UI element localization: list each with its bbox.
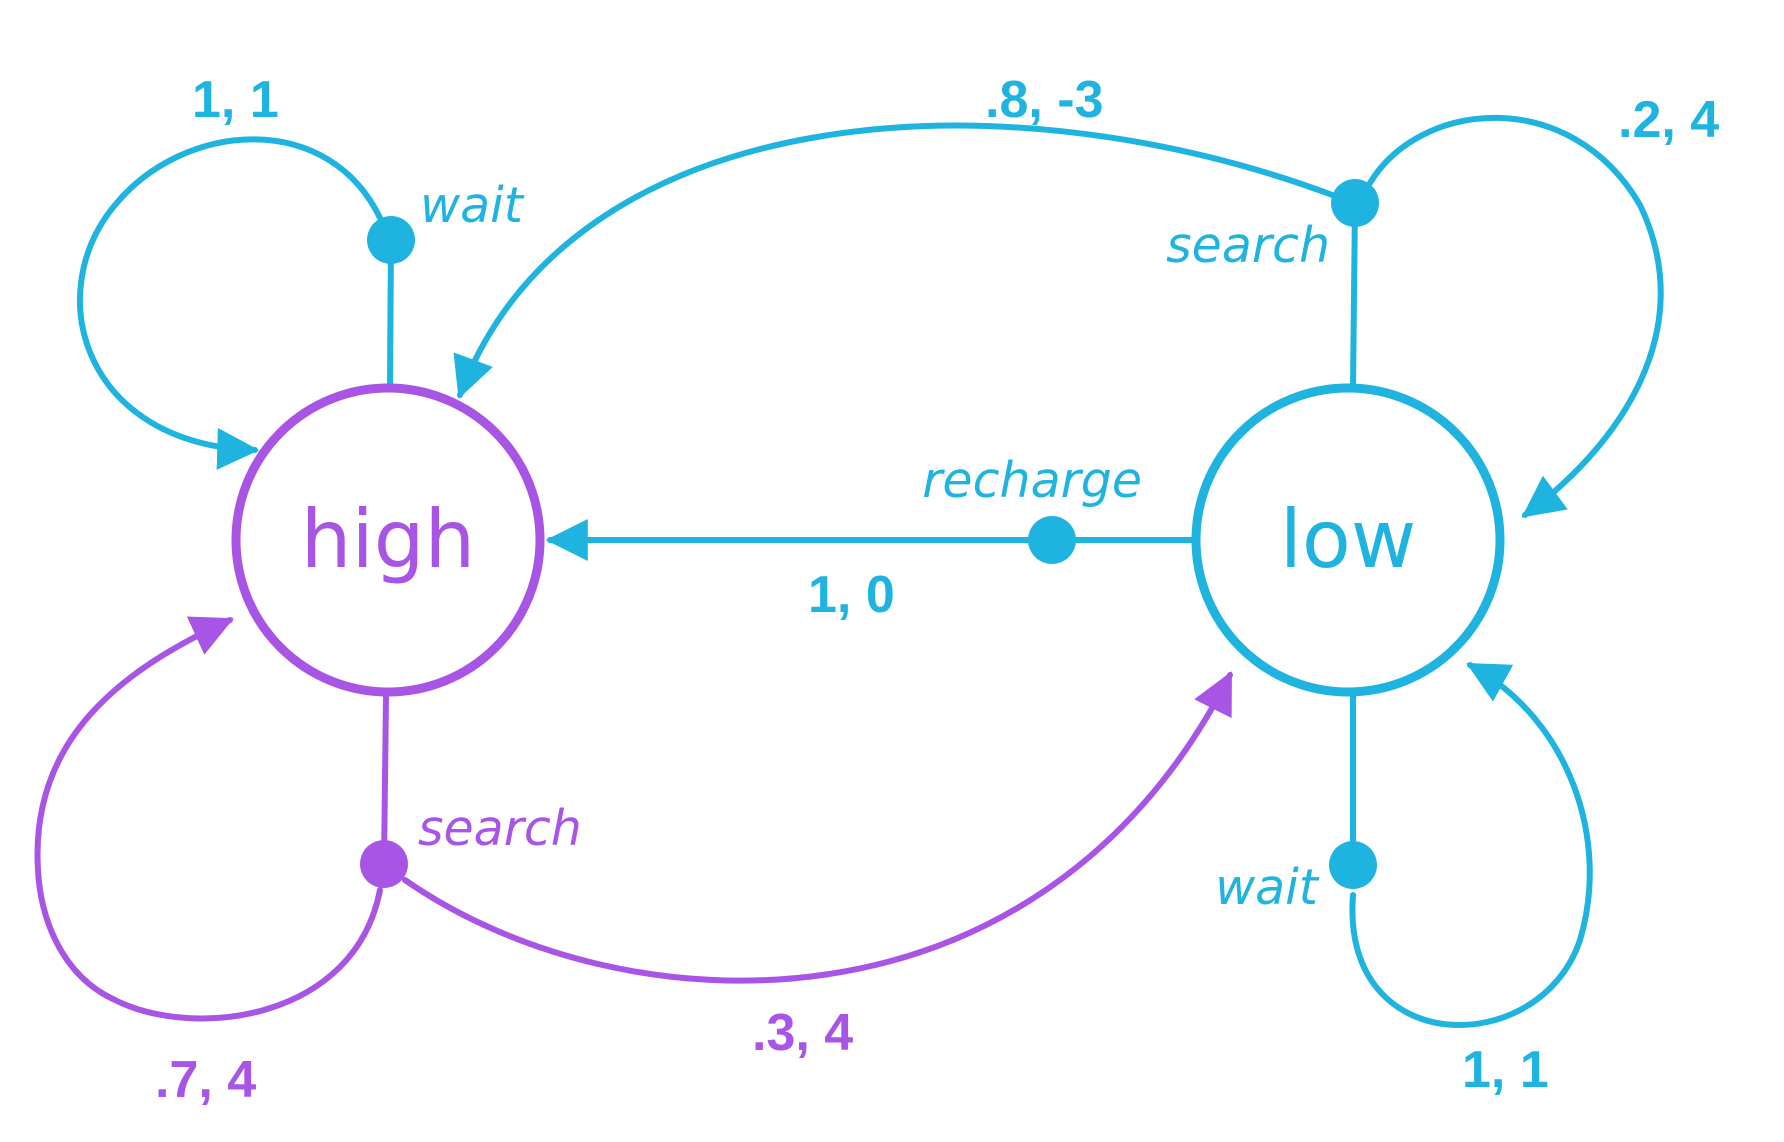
transition-label-low-recharge-high: 1, 0 <box>808 566 895 624</box>
state-label-high: high <box>301 493 475 586</box>
edge-high-search-to-low <box>360 671 1233 984</box>
edge-low-search-self-loop <box>1331 114 1664 518</box>
transition-label-high-search-high: .7, 4 <box>155 1051 256 1109</box>
state-node-low: low <box>1191 383 1505 697</box>
action-node-low-recharge <box>1028 516 1076 564</box>
edge-low-wait-self-loop <box>1329 662 1593 1028</box>
action-label-low-search: search <box>1166 217 1330 274</box>
action-node-high-wait <box>367 216 415 264</box>
action-label-high-wait: wait <box>420 177 525 234</box>
transition-label-high-wait-high: 1, 1 <box>192 71 279 129</box>
action-label-high-search: search <box>418 800 582 857</box>
transition-label-low-search-low: .2, 4 <box>1618 91 1719 149</box>
state-node-high: high <box>231 383 545 697</box>
transition-label-low-wait-low: 1, 1 <box>1462 1041 1549 1099</box>
action-label-low-recharge: recharge <box>922 452 1142 509</box>
action-node-high-search <box>360 840 408 888</box>
state-label-low: low <box>1280 493 1417 586</box>
transition-label-high-search-low: .3, 4 <box>752 1004 853 1062</box>
edge-low-search-to-high <box>453 122 1358 399</box>
action-node-low-wait <box>1329 841 1377 889</box>
action-node-low-search <box>1331 179 1379 227</box>
edge-low-recharge-to-high <box>545 516 1199 564</box>
edge-high-wait-self-loop <box>77 136 415 470</box>
edge-high-search-self-loop <box>34 616 389 1022</box>
transition-label-low-search-high: .8, -3 <box>985 71 1104 129</box>
action-label-low-wait: wait <box>1215 859 1320 916</box>
